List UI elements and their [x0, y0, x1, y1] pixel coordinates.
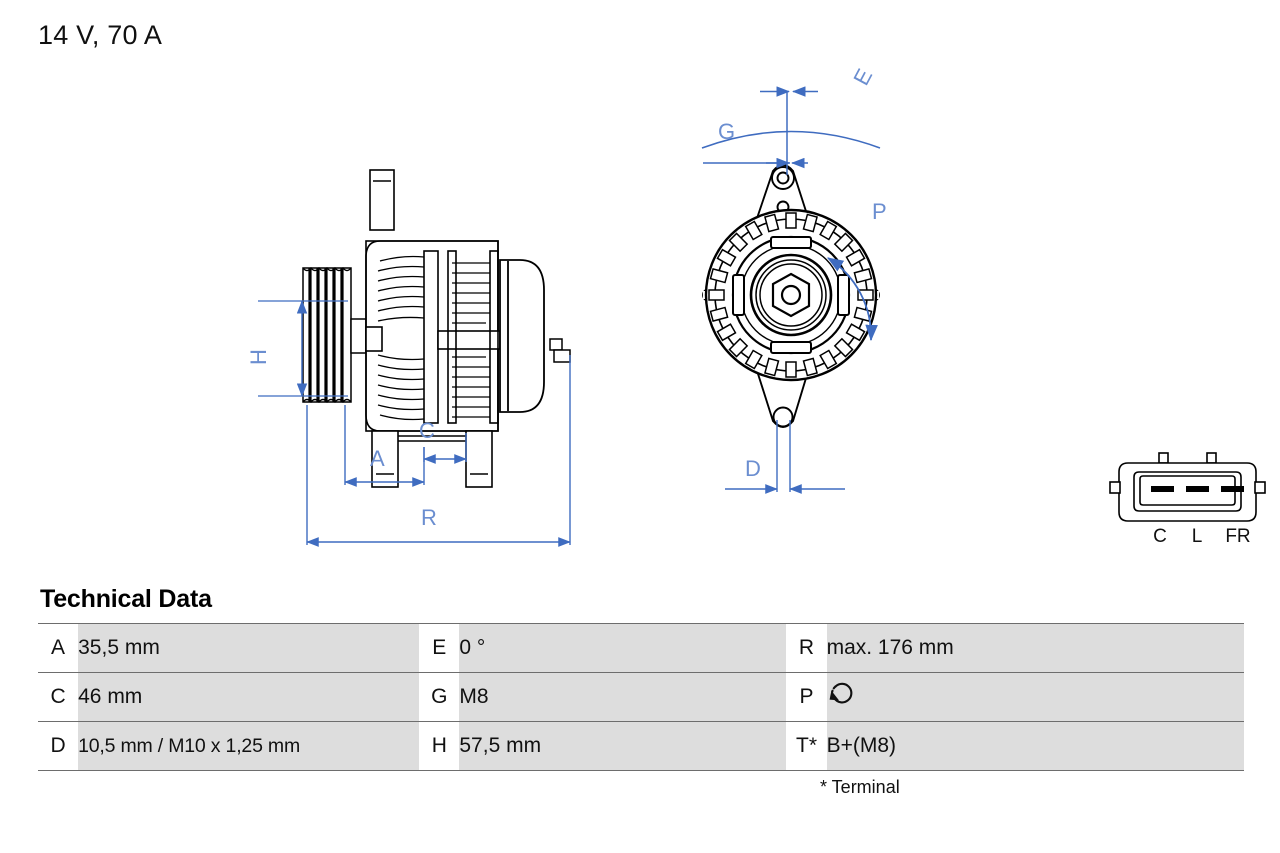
table-row: C 46 mm G M8 P	[38, 672, 1244, 722]
row-value-e: 0 °	[459, 623, 787, 673]
shaft-hex-nut	[771, 272, 811, 318]
dimension-label-r: R	[421, 505, 437, 530]
row-value-t: B+(M8)	[826, 721, 1244, 771]
connector-pin-label-fr: FR	[1225, 526, 1250, 547]
row-key-t: T*	[786, 721, 827, 771]
dimension-label-a: A	[370, 446, 385, 471]
dimension-p	[827, 257, 878, 342]
alternator-front-view: E G P D	[701, 65, 887, 494]
row-key-r: R	[786, 623, 827, 673]
b-plus-terminal	[549, 338, 571, 363]
rear-end-cap	[499, 259, 545, 413]
row-key-g: G	[419, 672, 460, 722]
row-key-c: C	[38, 672, 79, 722]
row-value-p	[826, 672, 1244, 722]
table-row: D 10,5 mm / M10 x 1,25 mm H 57,5 mm T* B…	[38, 721, 1244, 771]
row-key-p: P	[786, 672, 827, 722]
row-key-h: H	[419, 721, 460, 771]
row-key-a: A	[38, 623, 79, 673]
dimension-h	[258, 300, 348, 397]
dimension-label-p: P	[872, 199, 887, 224]
dimension-d	[725, 420, 845, 494]
dimension-c	[423, 433, 467, 464]
connector-plug: C L FR	[1109, 452, 1266, 547]
row-value-g: M8	[459, 672, 787, 722]
cooling-slots-rear	[452, 262, 490, 418]
row-value-d: 10,5 mm / M10 x 1,25 mm	[78, 721, 420, 771]
row-key-e: E	[419, 623, 460, 673]
dimension-label-e: E	[848, 65, 877, 90]
cooling-slots-front	[377, 255, 425, 421]
mounting-feet	[371, 430, 493, 488]
rotation-arrow-icon	[827, 680, 857, 714]
dimension-label-h: H	[246, 349, 271, 365]
table-footnote: * Terminal	[820, 777, 900, 797]
connector-pin-label-l: L	[1192, 526, 1203, 547]
page-title: 14 V, 70 A	[38, 20, 163, 50]
table-row: A 35,5 mm E 0 ° R max. 176 mm	[38, 623, 1244, 673]
row-value-a: 35,5 mm	[78, 623, 420, 673]
alternator-side-view: H A C R	[246, 169, 571, 547]
row-key-d: D	[38, 721, 79, 771]
dimension-label-d: D	[745, 456, 761, 481]
connector-pins	[1151, 486, 1244, 492]
dimension-r	[306, 355, 571, 547]
row-value-c: 46 mm	[78, 672, 420, 722]
connector-pin-label-c: C	[1153, 526, 1167, 547]
row-value-r: max. 176 mm	[826, 623, 1244, 673]
row-value-h: 57,5 mm	[459, 721, 787, 771]
dimension-label-c: C	[419, 418, 435, 443]
dimension-e	[701, 130, 881, 149]
technical-drawing: H A C R	[0, 55, 1280, 575]
technical-data-heading: Technical Data	[40, 585, 212, 613]
pulley	[302, 266, 352, 404]
technical-data-section: Technical Data A 35,5 mm E 0 ° R max. 17…	[38, 585, 1244, 798]
technical-data-table: A 35,5 mm E 0 ° R max. 176 mm C 46 mm G …	[38, 623, 1244, 771]
dimension-label-g: G	[718, 119, 735, 144]
